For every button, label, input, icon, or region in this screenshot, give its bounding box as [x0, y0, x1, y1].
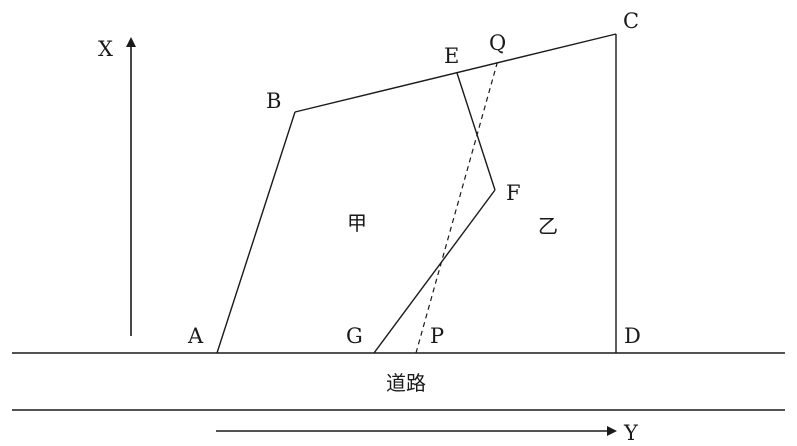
point-label-a: A: [187, 324, 204, 348]
boundary-ab: [216, 111, 296, 354]
point-label-p: P: [430, 324, 444, 348]
point-label-c: C: [623, 9, 639, 33]
y-axis-label: Y: [623, 421, 639, 445]
point-label-f: F: [506, 181, 521, 205]
x-axis-label: X: [98, 37, 113, 61]
point-label-b: B: [266, 89, 281, 113]
region-label-yi: 乙: [538, 214, 558, 238]
region-label-jia: 甲: [347, 211, 367, 235]
boundary-bc: [294, 33, 617, 113]
boundary-ef: [456, 72, 496, 191]
point-label-e: E: [444, 44, 459, 68]
point-label-q: Q: [489, 31, 506, 55]
road-label: 道路: [386, 371, 426, 395]
dashed-boundary-pq: [415, 59, 499, 354]
point-label-g: G: [346, 324, 363, 348]
boundary-fg: [373, 189, 496, 354]
point-label-d: D: [624, 324, 641, 348]
